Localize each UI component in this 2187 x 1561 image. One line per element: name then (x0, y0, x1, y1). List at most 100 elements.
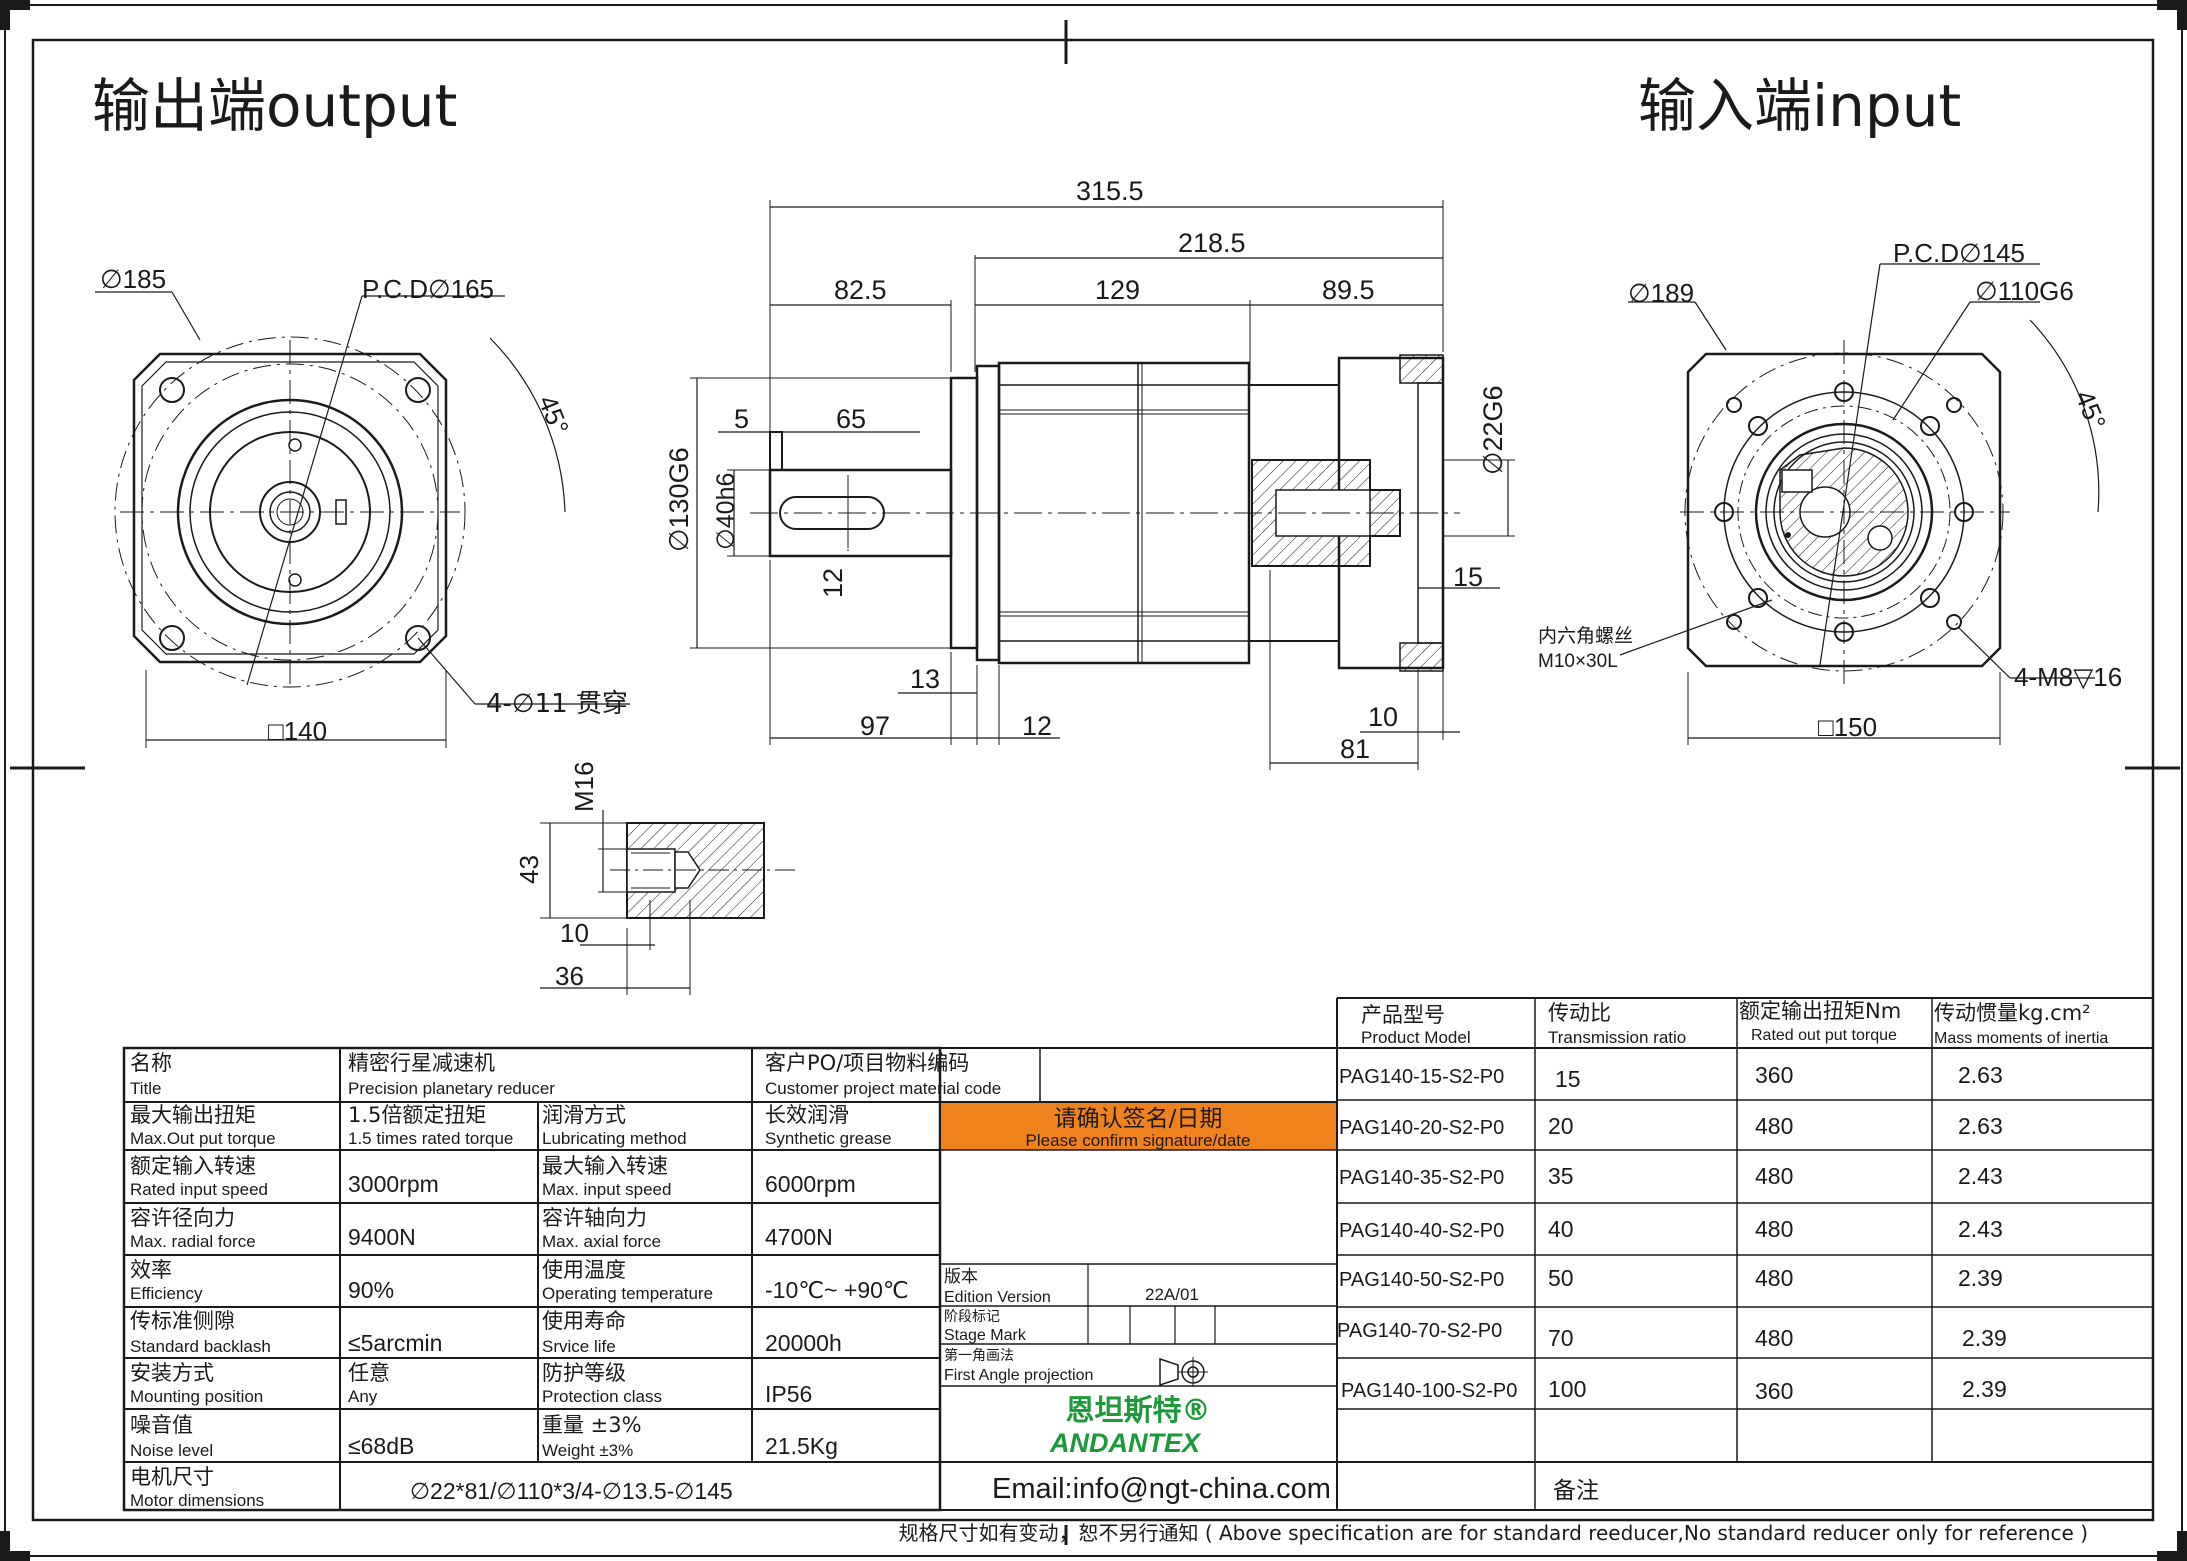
customer-en: Customer project material code (765, 1079, 1001, 1098)
edition-value: 22A/01 (1145, 1285, 1199, 1304)
dim-flange-dia: ∅130G6 (664, 447, 694, 552)
torque-cell: 480 (1755, 1265, 1793, 1291)
input-dia-label: ∅189 (1628, 278, 1694, 308)
spec-label-en: Max. axial force (542, 1232, 661, 1251)
dim-spigot-15: 15 (1453, 562, 1483, 592)
inertia-cell: 2.63 (1958, 1113, 2003, 1139)
model-header-en: Mass moments of inertia (1934, 1030, 2108, 1047)
model-table: 产品型号 Product Model 传动比 Transmission rati… (1337, 997, 2154, 1520)
output-angle-label: 45° (532, 391, 575, 439)
detail-36-label: 36 (555, 961, 584, 991)
model-header-en: Product Model (1361, 1028, 1471, 1047)
dim-shaft-offset: 5 (734, 404, 749, 434)
spec-value: 21.5Kg (765, 1433, 838, 1459)
input-pcd-label: P.C.D∅145 (1893, 238, 2025, 268)
spec-label-cn: 额定输入转速 (130, 1154, 256, 1178)
model-header-cn: 传动惯量kg.cm² (1934, 1001, 2091, 1025)
model-cell: PAG140-15-S2-P0 (1339, 1066, 1504, 1088)
input-angle-label: 45° (2069, 386, 2112, 434)
spec-value-cn: 任意 (348, 1361, 390, 1385)
model-cell: PAG140-100-S2-P0 (1341, 1380, 1517, 1402)
model-cell: PAG140-70-S2-P0 (1337, 1320, 1502, 1342)
model-header-cn: 传动比 (1548, 1001, 1611, 1025)
ratio-cell: 20 (1548, 1113, 1574, 1139)
first-angle-projection-icon (1159, 1357, 1208, 1387)
spec-label-en: Operating temperature (542, 1284, 713, 1303)
projection-en: First Angle projection (944, 1367, 1093, 1384)
product-cn: 精密行星减速机 (348, 1051, 495, 1075)
spec-label-cn: 容许径向力 (130, 1206, 235, 1230)
spec-label-cn: 最大输出扭矩 (130, 1103, 256, 1127)
input-heading: 输入端input (1638, 72, 1961, 140)
inertia-cell: 2.43 (1958, 1216, 2003, 1242)
model-cell: PAG140-20-S2-P0 (1339, 1117, 1504, 1139)
spec-label-en: Noise level (130, 1441, 213, 1460)
torque-cell: 480 (1755, 1325, 1793, 1351)
dim-key-length: 65 (836, 404, 866, 434)
spec-value-en: Any (348, 1387, 378, 1406)
spec-label-cn: 重量 ±3% (542, 1413, 642, 1437)
spec-label-cn: 效率 (130, 1258, 172, 1282)
spec-value-en: 1.5 times rated torque (348, 1129, 513, 1148)
confirm-en: Please confirm signature/date (1026, 1131, 1251, 1150)
inertia-cell: 2.43 (1958, 1163, 2003, 1189)
spec-label-en: Lubricating method (542, 1129, 687, 1148)
ratio-cell: 50 (1548, 1265, 1574, 1291)
inertia-cell: 2.39 (1962, 1325, 2007, 1351)
spec-label-en: Standard backlash (130, 1337, 271, 1356)
ratio-cell: 40 (1548, 1216, 1574, 1242)
motor-dimensions-en: Motor dimensions (130, 1491, 264, 1510)
spec-label-en: Protection class (542, 1387, 662, 1406)
output-holes-label: 4-∅11 贯穿 (486, 689, 628, 719)
spec-value: ≤5arcmin (348, 1330, 442, 1356)
ratio-cell: 70 (1548, 1325, 1574, 1351)
title-cn: 名称 (130, 1051, 172, 1075)
input-screw-cn-label: 内六角螺丝 (1538, 625, 1633, 647)
dim-flange-thk: 13 (910, 664, 940, 694)
output-end-view: ∅185 P.C.D∅165 45° 4-∅11 贯穿 □140 (95, 264, 630, 748)
brand-logo: ANDANTEX (1049, 1428, 1202, 1458)
spec-value-en: Synthetic grease (765, 1129, 892, 1148)
spec-label-cn: 噪音值 (130, 1413, 193, 1437)
model-header-en: Rated out put torque (1751, 1027, 1897, 1044)
brand-cn: 恩坦斯特® (1065, 1393, 1210, 1427)
model-header-en: Transmission ratio (1548, 1028, 1686, 1047)
model-cell: PAG140-50-S2-P0 (1339, 1269, 1504, 1291)
edition-cn: 版本 (944, 1267, 978, 1287)
customer-cn: 客户PO/项目物料编码 (765, 1051, 969, 1075)
spec-label-en: Max. input speed (542, 1180, 671, 1199)
spec-label-en: Weight ±3% (542, 1441, 633, 1460)
torque-cell: 480 (1755, 1113, 1793, 1139)
output-square-label: □140 (268, 716, 327, 746)
output-pcd-label: P.C.D∅165 (362, 274, 494, 304)
dim-mid-length: 129 (1095, 275, 1140, 305)
torque-cell: 480 (1755, 1163, 1793, 1189)
dim-shaft-length: 82.5 (834, 275, 887, 305)
title-en: Title (130, 1079, 162, 1098)
input-end-view: ∅189 P.C.D∅145 ∅110G6 45° 内六角螺丝 M10×30L … (1538, 238, 2122, 745)
dim-input-length: 89.5 (1322, 275, 1375, 305)
torque-cell: 480 (1755, 1216, 1793, 1242)
motor-dimensions-value: ∅22*81/∅110*3/4-∅13.5-∅145 (410, 1478, 733, 1504)
dim-motor-shaft: ∅22G6 (1478, 385, 1508, 475)
model-cell: PAG140-40-S2-P0 (1339, 1220, 1504, 1242)
spec-value: 3000rpm (348, 1171, 439, 1197)
dim-shaft-dia: ∅40h6 (712, 473, 740, 550)
spec-label-en: Srvice life (542, 1337, 616, 1356)
inertia-cell: 2.39 (1962, 1376, 2007, 1402)
output-dia-label: ∅185 (100, 264, 166, 294)
thread-label: M16 (569, 761, 599, 812)
spec-label-en: Efficiency (130, 1284, 203, 1303)
spec-label-en: Rated input speed (130, 1180, 268, 1199)
dim-total-length: 315.5 (1076, 176, 1144, 206)
spec-label-cn: 传标准侧隙 (130, 1309, 235, 1333)
output-heading: 输出端output (92, 72, 457, 140)
spec-value: 6000rpm (765, 1171, 856, 1197)
side-view (750, 354, 1460, 672)
spec-label-cn: 安装方式 (130, 1361, 214, 1385)
thread-detail: M16 43 10 36 (514, 761, 800, 995)
spec-value-cn: 长效润滑 (765, 1103, 849, 1127)
edition-en: Edition Version (944, 1289, 1051, 1306)
